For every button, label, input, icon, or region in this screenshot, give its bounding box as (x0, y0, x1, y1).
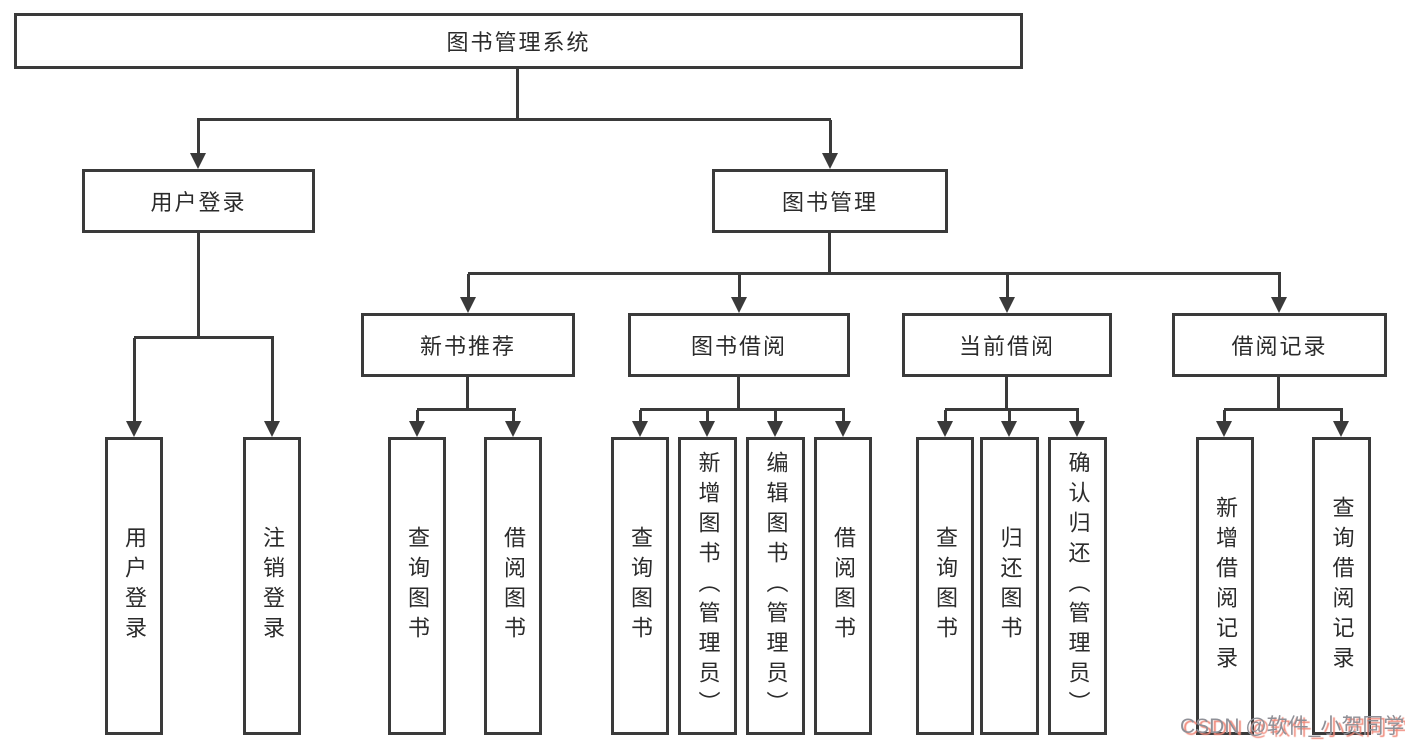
connector-groupA-stem (466, 377, 469, 410)
leaf-query-books-a: 查询图书 (388, 437, 446, 735)
leaf-label: 新增借阅记录 (1213, 496, 1238, 676)
leaf-add-borrow-record: 新增借阅记录 (1196, 437, 1254, 735)
leaf-query-books-c: 查询图书 (916, 437, 974, 735)
leaf-add-books-admin: 新增图书（管理员） (678, 437, 737, 735)
leaf-label: 借阅图书 (501, 526, 526, 646)
connector-book-mgmt-stem (828, 233, 831, 274)
arrow-down-icon (699, 410, 716, 437)
connector-groupD-stem (1277, 377, 1280, 410)
arrow-down-icon (1069, 410, 1086, 437)
connector-groupA-children (417, 408, 516, 411)
node-current-borrow: 当前借阅 (902, 313, 1112, 377)
arrow-down-icon (632, 410, 649, 437)
leaf-label: 归还图书 (997, 526, 1023, 646)
arrow-down-icon (460, 274, 477, 313)
arrow-down-icon (835, 410, 852, 437)
connector-groupC-stem (1005, 377, 1008, 410)
leaf-borrow-books-a: 借阅图书 (484, 437, 542, 735)
connector-level2 (197, 118, 831, 121)
leaf-label: 用户登录 (122, 526, 147, 646)
arrow-down-icon (999, 274, 1016, 313)
node-book-borrow: 图书借阅 (628, 313, 850, 377)
connector-groupD-children (1224, 408, 1343, 411)
connector-user-login-children (134, 336, 274, 339)
leaf-confirm-return-admin: 确认归还（管理员） (1048, 437, 1107, 735)
arrow-down-icon (1271, 274, 1288, 313)
arrow-down-icon (505, 410, 522, 437)
leaf-user-login: 用户登录 (105, 437, 163, 735)
node-root-system: 图书管理系统 (14, 13, 1023, 69)
connector-level3 (468, 272, 1281, 275)
connector-groupB-children (640, 408, 845, 411)
csdn-watermark: CSDN @软件_小贺同学 (1180, 715, 1405, 738)
node-user-login: 用户登录 (82, 169, 315, 233)
leaf-return-books: 归还图书 (980, 437, 1039, 735)
leaf-label: 查询图书 (933, 526, 958, 646)
connector-user-login-stem (197, 232, 200, 336)
connector-groupC-children (945, 408, 1079, 411)
arrow-down-icon (1333, 410, 1350, 437)
arrow-down-icon (126, 338, 143, 437)
connector-groupB-stem (737, 377, 740, 410)
arrow-down-icon (767, 410, 784, 437)
leaf-label: 借阅图书 (831, 526, 856, 646)
node-book-management: 图书管理 (712, 169, 948, 233)
leaf-label: 确认归还（管理员） (1065, 451, 1091, 721)
leaf-label: 查询图书 (628, 526, 653, 646)
leaf-logout: 注销登录 (243, 437, 301, 735)
arrow-down-icon (822, 120, 839, 169)
leaf-label: 查询图书 (405, 526, 430, 646)
node-borrow-records: 借阅记录 (1172, 313, 1387, 377)
arrow-down-icon (937, 410, 954, 437)
leaf-label: 编辑图书（管理员） (763, 451, 789, 721)
arrow-down-icon (1216, 410, 1233, 437)
arrow-down-icon (731, 274, 748, 313)
arrow-down-icon (409, 410, 426, 437)
connector-root-stem (516, 69, 519, 118)
leaf-query-borrow-record: 查询借阅记录 (1312, 437, 1371, 735)
leaf-borrow-books-b: 借阅图书 (814, 437, 872, 735)
leaf-label: 新增图书（管理员） (695, 451, 721, 721)
leaf-label: 查询借阅记录 (1329, 496, 1355, 676)
arrow-down-icon (190, 120, 207, 169)
arrow-down-icon (1001, 410, 1018, 437)
leaf-label: 注销登录 (260, 526, 285, 646)
leaf-edit-books-admin: 编辑图书（管理员） (746, 437, 805, 735)
arrow-down-icon (264, 338, 281, 437)
node-new-book-recommend: 新书推荐 (361, 313, 575, 377)
leaf-query-books-b: 查询图书 (611, 437, 669, 735)
